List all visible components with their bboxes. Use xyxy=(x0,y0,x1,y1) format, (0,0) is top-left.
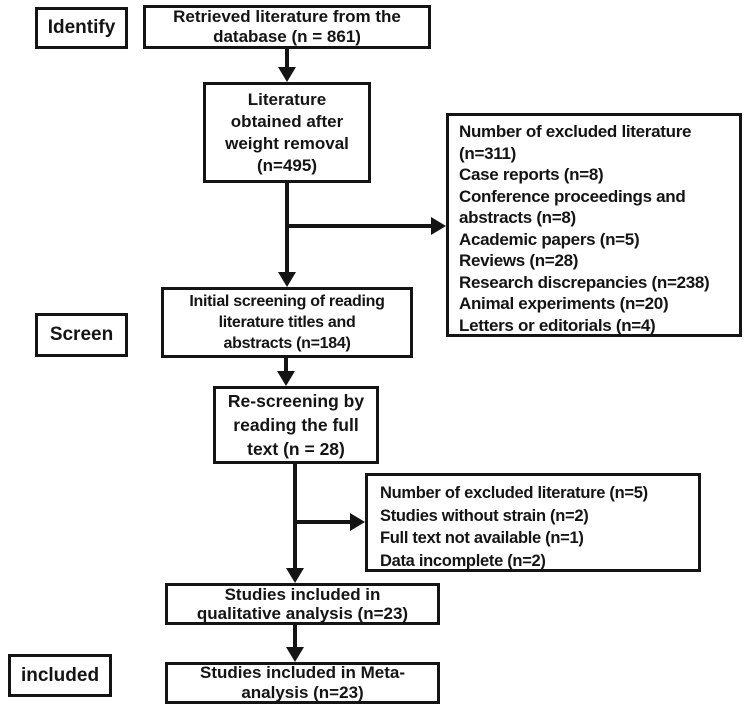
arrowhead-down-icon xyxy=(286,647,304,662)
text-line: Data incomplete (n=2) xyxy=(380,551,546,570)
box-initial-screening: Initial screening of reading literature t… xyxy=(161,287,413,358)
text-line: literature titles and xyxy=(218,314,356,331)
text-line: (n=311) xyxy=(459,143,516,163)
arrowhead-down-icon xyxy=(286,568,304,583)
text-line: text (n = 28) xyxy=(247,439,345,459)
text-line: Studies included in xyxy=(224,585,381,604)
text-line: Number of excluded literature (n=5) xyxy=(380,484,648,502)
stage-label-identify: Identify xyxy=(35,7,128,49)
arrow-line-retrieved-to-weight-removal xyxy=(285,47,289,69)
stage-label-text: Screen xyxy=(49,324,114,345)
stage-label-text: Identify xyxy=(47,17,116,38)
box-excluded-literature-second: Number of excluded literature (n=5) Studi… xyxy=(365,473,701,572)
arrow-line-rescreening-to-qualitative xyxy=(293,462,297,569)
box-meta-analysis: Studies included in Meta-analysis (n=23) xyxy=(165,662,440,704)
arrowhead-right-icon xyxy=(431,217,446,235)
arrow-line-qualitative-to-meta xyxy=(293,623,297,649)
text-line: database (n = 861) xyxy=(213,27,361,46)
arrowhead-down-icon xyxy=(277,371,295,386)
text-line: Studies without strain (n=2) xyxy=(380,506,589,525)
text-line: Research discrepancies (n=238) xyxy=(459,272,710,292)
text-line: Literature xyxy=(247,89,327,109)
text-line: obtained after xyxy=(230,111,344,131)
stage-label-text: included xyxy=(20,664,100,686)
text-line: abstracts (n=8) xyxy=(459,208,576,227)
arrow-line-branch-to-excluded-first xyxy=(287,224,432,228)
text-line: Reviews (n=28) xyxy=(459,251,579,270)
arrow-line-initial-to-rescreening xyxy=(284,355,288,372)
stage-label-included: included xyxy=(8,654,112,697)
box-excluded-literature-first: Number of excluded literature (n=311) Case… xyxy=(446,113,742,337)
text-line: Animal experiments (n=20) xyxy=(459,294,669,313)
text-line: Case reports (n=8) xyxy=(459,165,604,184)
text-line: Academic papers (n=5) xyxy=(459,229,640,249)
text-line: abstracts (n=184) xyxy=(223,335,351,352)
text-line: weight removal xyxy=(225,133,349,153)
text-line: reading the full xyxy=(233,415,359,435)
text-line: Letters or editorials (n=4) xyxy=(459,315,656,335)
arrow-line-branch-to-excluded-second xyxy=(295,520,351,524)
text-line: (n=495) xyxy=(257,155,317,175)
arrowhead-right-icon xyxy=(350,513,365,531)
text-line: Number of excluded literature xyxy=(459,122,692,141)
text-line: Studies included in Meta- xyxy=(200,663,405,682)
text-line: analysis (n=23) xyxy=(241,683,364,702)
text-line: Initial screening of reading xyxy=(189,293,385,310)
text-line: qualitative analysis (n=23) xyxy=(196,604,409,623)
box-rescreening-full-text: Re-screening by reading the full text (n =… xyxy=(213,386,379,464)
stage-label-screen: Screen xyxy=(35,313,128,357)
text-line: Full text not available (n=1) xyxy=(380,529,584,547)
text-line: Re-screening by xyxy=(227,391,365,411)
text-line: Retrieved literature from the xyxy=(173,7,401,26)
arrowhead-down-icon xyxy=(278,272,296,287)
arrowhead-down-icon xyxy=(278,67,296,82)
text-line: Conference proceedings and xyxy=(459,186,686,206)
